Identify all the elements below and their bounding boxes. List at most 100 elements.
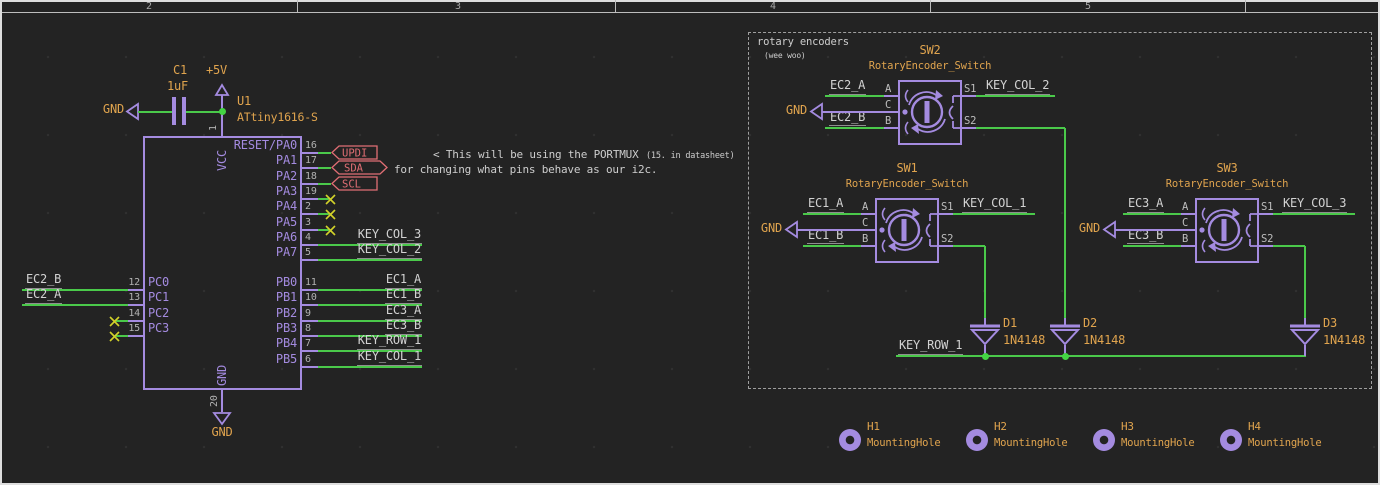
wire-key_col_1[interactable] [953,213,1035,215]
net-label-key_col_1[interactable]: KEY_COL_1 [356,349,422,366]
diode-value-d3[interactable]: 1N4148 [1323,333,1366,347]
wire-key_col_3[interactable] [318,244,422,246]
note-line1-small[interactable]: (15. in datasheet) [646,151,735,161]
wire-ec3_a[interactable] [318,320,422,322]
net-label-key_row_1[interactable]: KEY_ROW_1 [356,333,422,350]
net-label-ec2_b[interactable]: EC2_B [25,272,63,289]
diode-symbol-d2[interactable] [1048,324,1082,346]
mcu-symbol-body[interactable] [143,136,302,390]
net-label-ec1_a[interactable]: EC1_A [384,272,422,289]
hier-label-scl[interactable]: SCL [331,176,379,191]
wire-ec1_b[interactable] [318,304,422,306]
mounting-hole-h4[interactable] [1220,429,1242,451]
capacitor-ref[interactable]: C1 [173,63,188,77]
net-label-ec2_a[interactable]: EC2_A [829,78,867,95]
net-label-ec2_a[interactable]: EC2_A [25,287,63,304]
net-label-key_col_2[interactable]: KEY_COL_2 [356,242,422,259]
gnd-port-label-c1[interactable]: GND [102,102,124,116]
net-label-ec3_b[interactable]: EC3_B [384,318,422,335]
encoder-group-title[interactable]: rotary encoders [757,36,849,48]
gnd-port-label-sw1[interactable]: GND [760,220,782,235]
diode-value-d1[interactable]: 1N4148 [1003,333,1046,347]
mounting-hole-ref-h3[interactable]: H3 [1121,420,1134,433]
net-label-ec1_b[interactable]: EC1_B [384,287,422,304]
encoder-symbol-sw3[interactable] [1195,198,1259,263]
wire-gnd-c1[interactable] [138,110,172,113]
wire-ec2_a[interactable] [825,95,884,97]
net-label-ec3_b[interactable]: EC3_B [1127,228,1165,245]
note-line2[interactable]: for changing what pins behave as our i2c… [394,163,658,176]
note-line1[interactable]: < This will be using the PORTMUX [433,148,639,161]
encoder-group-subtitle[interactable]: (wee woo) [764,51,806,60]
diode-ref-d3[interactable]: D3 [1323,316,1338,330]
wire-s2-drop-sw1[interactable] [984,245,986,318]
net-label-key_col_3[interactable]: KEY_COL_3 [1282,196,1348,213]
wire-hier[interactable] [318,183,331,185]
mounting-hole-ref-h2[interactable]: H2 [994,420,1007,433]
encoder-symbol-sw2[interactable] [898,80,962,145]
diode-symbol-d1[interactable] [968,324,1002,346]
encoder-group-box[interactable] [748,32,1372,389]
net-label-key_col_3[interactable]: KEY_COL_3 [356,227,422,244]
wire-s2-sw2[interactable] [976,126,1065,129]
wire-hier[interactable] [318,167,331,169]
diode-ref-d1[interactable]: D1 [1003,316,1018,330]
diode-value-d2[interactable]: 1N4148 [1083,333,1126,347]
wire-ec2_b[interactable] [825,126,884,129]
net-label-ec3_a[interactable]: EC3_A [1127,196,1165,213]
net-label-ec3_a[interactable]: EC3_A [384,303,422,320]
wire-ec1_a[interactable] [318,289,422,291]
hier-label-sda[interactable]: SDA [331,160,388,175]
encoder-ref-sw1[interactable]: SW1 [896,161,918,175]
vcc-rail-label[interactable]: +5V [206,63,228,77]
wire-ec3_b[interactable] [1123,244,1181,247]
wire-key_col_1[interactable] [318,366,422,368]
gnd-port-label-sw3[interactable]: GND [1078,220,1100,235]
capacitor-value[interactable]: 1uF [167,79,189,93]
wire-key_row_1[interactable] [318,350,422,352]
wire-s2-drop-sw3[interactable] [1304,245,1306,318]
wire-nc[interactable] [318,213,329,215]
mounting-hole-h3[interactable] [1093,429,1115,451]
encoder-symbol-sw1[interactable] [875,198,939,263]
wire-ec1_a[interactable] [803,213,861,215]
wire-ec2_b[interactable] [22,289,128,291]
wire-key-row-1[interactable] [896,355,1306,357]
wire-nc[interactable] [116,320,128,322]
wire-c1-vcc[interactable] [186,110,222,113]
mounting-hole-value-h1[interactable]: MountingHole [867,437,941,449]
encoder-value-sw3[interactable]: RotaryEncoder_Switch [1165,178,1289,190]
wire-s2-sw3[interactable] [1273,244,1305,247]
gnd-port-label-sw2[interactable]: GND [785,102,807,117]
mounting-hole-h1[interactable] [839,429,861,451]
encoder-ref-sw3[interactable]: SW3 [1216,161,1238,175]
wire-s2-sw1[interactable] [953,244,985,247]
net-label-ec1_a[interactable]: EC1_A [807,196,845,213]
net-label-key_col_2[interactable]: KEY_COL_2 [985,78,1051,95]
mounting-hole-h2[interactable] [966,429,988,451]
gnd-symbol-mcu[interactable] [212,412,232,426]
net-label-ec1_b[interactable]: EC1_B [807,228,845,245]
net-label-ec2_b[interactable]: EC2_B [829,110,867,127]
mounting-hole-value-h2[interactable]: MountingHole [994,437,1068,449]
mounting-hole-ref-h4[interactable]: H4 [1248,420,1261,433]
encoder-ref-sw2[interactable]: SW2 [919,43,941,57]
cap-plate-left[interactable] [172,97,176,125]
vcc-arrow-icon[interactable] [214,83,230,96]
wire-ec2_a[interactable] [22,304,128,306]
wire-nc[interactable] [318,198,329,200]
wire-ec1_b[interactable] [803,244,861,247]
wire-nc[interactable] [116,335,128,337]
wire-key_col_3[interactable] [1273,213,1355,215]
wire-key_col_2[interactable] [318,259,422,261]
mounting-hole-ref-h1[interactable]: H1 [867,420,880,433]
gnd-port-label-mcu[interactable]: GND [211,425,233,439]
encoder-value-sw2[interactable]: RotaryEncoder_Switch [868,60,992,72]
wire-hier[interactable] [318,152,331,154]
net-label-key_col_1[interactable]: KEY_COL_1 [962,196,1028,213]
wire-s2-drop-sw2[interactable] [1064,127,1066,318]
cap-plate-right[interactable] [182,97,186,125]
mcu-ref[interactable]: U1 [237,94,252,108]
wire-key_col_2[interactable] [976,95,1055,97]
net-label-key-row-1[interactable]: KEY_ROW_1 [898,338,964,355]
